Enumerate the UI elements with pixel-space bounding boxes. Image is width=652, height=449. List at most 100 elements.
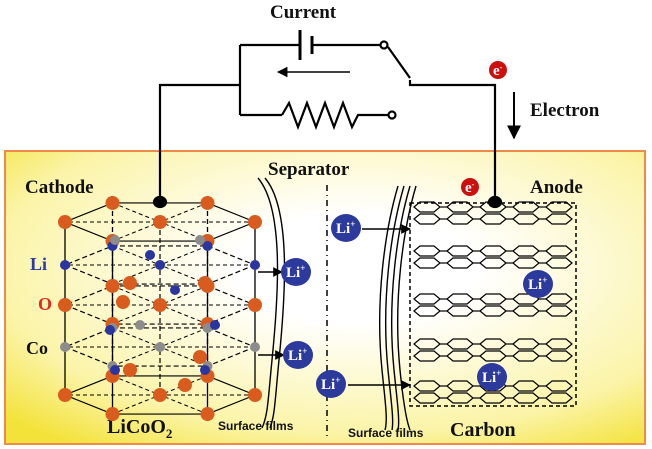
surface-films [257,177,417,431]
oxygen-atom [248,388,262,402]
anode-boundary [409,202,577,407]
anode-surface-film [379,185,399,431]
lithium-ion-label: Li+ [286,263,305,281]
carbon-ring [545,213,573,225]
anode-title: Anode [530,177,583,198]
carbon-ring [545,338,573,350]
oxygen-atom [178,378,192,392]
cobalt-atom [250,342,260,352]
switch-contact [379,40,389,50]
lithium-ion-label: Li+ [336,219,355,237]
svg-text:e-: e- [493,63,503,79]
cathode-terminal [152,195,168,209]
carbon-ring [545,201,573,213]
switch-contact [387,110,397,120]
lithium-ion-circle [477,363,507,391]
carbon-ring [545,380,573,392]
lithium-atom [145,250,155,260]
lithium-atom [250,260,260,270]
carbon-ring [545,350,573,362]
cobalt-atom [60,342,70,352]
oxygen-atom [200,195,215,210]
electron-badge: e- [461,178,479,196]
anode-surface-film [397,185,417,431]
separator-title: Separator [268,159,350,180]
oxygen-atom [58,215,72,229]
cobalt-atom [202,322,213,333]
oxygen-atom [116,295,130,309]
current-label: Current [270,2,337,23]
cathode-surface-film [264,177,286,429]
graphene-layer [413,293,573,317]
lithium-ion-label: Li+ [528,275,547,293]
cathode-surface-film [257,177,279,429]
lithium-atom [210,320,220,330]
lithium-ion: Li+ [281,258,311,286]
anode-wire [408,80,497,200]
lithium-atom [202,240,213,251]
cobalt-atom [135,320,145,330]
lithium-ion-label: Li+ [288,346,307,364]
oxygen-atom [123,276,137,290]
oxygen-atom [105,195,120,210]
legend-li: Li [30,254,47,274]
lithium-ion: Li+ [523,270,553,298]
anode-material: Carbon [450,419,516,441]
cobalt-atom [195,235,205,245]
lithium-ions: Li+ Li+ Li+ Li+ Li+ Li+ [281,214,553,398]
lithium-ion: Li+ [316,370,346,398]
oxygen-atom [153,388,167,402]
switch-lever [387,46,411,79]
surface-films-label-right: Surface films [348,426,424,440]
lithium-ion-circle [281,258,311,286]
electron-label: Electron [530,100,600,121]
anode-surface-film [385,185,405,431]
graphene-layer [413,201,573,225]
oxygen-atom [58,298,72,312]
cathode-title: Cathode [25,177,94,198]
cathode-formula: LiCoO2 [107,416,172,441]
lithium-atom [110,365,120,375]
oxygen-atom [153,215,167,229]
cobalt-atom [155,342,165,352]
cobalt-atom [110,235,120,245]
lithium-atom [200,365,210,375]
lithium-ion-label: Li+ [482,368,501,386]
oxygen-atom [198,276,212,290]
graphene-layer [413,245,573,269]
anode-surface-film [391,185,411,431]
carbon-ring [545,245,573,257]
svg-text:e-: e- [465,180,475,196]
carbon-layers [409,201,577,407]
oxygen-atom [248,215,262,229]
lithium-ion-circle [331,214,361,242]
ion-arrows [258,224,411,390]
lithium-atom [60,260,70,270]
legend-o: O [38,294,52,314]
oxygen-atom [105,407,120,422]
carbon-ring [545,293,573,305]
external-circuit [152,30,521,209]
lithium-atom [170,285,180,295]
lithium-ion: Li+ [477,363,507,391]
lithium-ion-circle [316,370,346,398]
oxygen-atom [105,278,120,293]
oxygen-atom [123,363,137,377]
lithium-ion-label: Li+ [321,375,340,393]
lithium-atom [105,325,115,335]
graphene-layer [413,338,573,362]
oxygen-atom [193,350,207,364]
legend-co: Co [26,338,48,358]
oxygen-atom [153,298,167,312]
lithium-ion-circle [283,341,313,369]
carbon-ring [545,392,573,404]
carbon-ring [545,305,573,317]
electron-badge: e- [489,61,507,79]
licoo2-crystal [58,195,262,422]
resistor [281,99,388,131]
lithium-ion-circle [523,270,553,298]
lithium-ion: Li+ [331,214,361,242]
lithium-ion: Li+ [283,341,313,369]
